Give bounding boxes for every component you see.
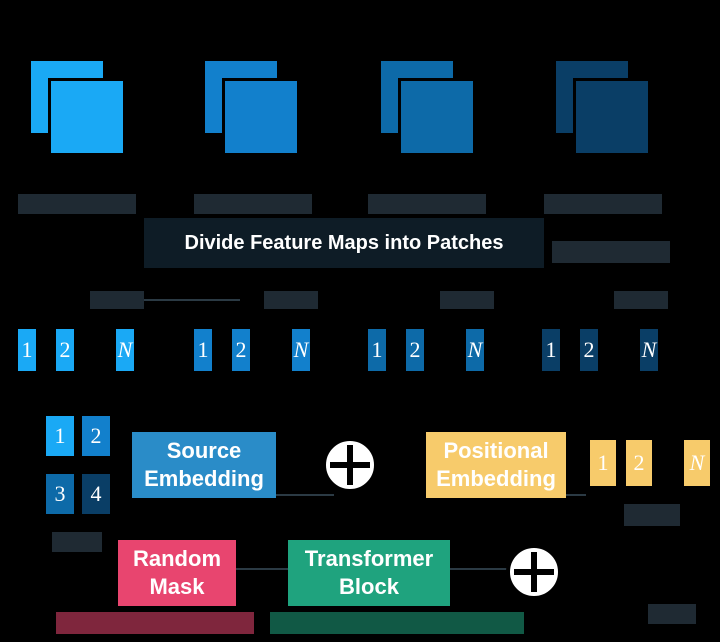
random-mask-line2: Mask: [149, 574, 205, 599]
divide-patches-text: Divide Feature Maps into Patches: [184, 231, 504, 254]
grid-label: [52, 532, 102, 552]
positional-embedding-line2: Embedding: [436, 466, 556, 491]
patch-2: 2: [54, 327, 76, 373]
patch-1: 1: [16, 327, 38, 373]
positional-patch-n: N: [684, 440, 710, 486]
positional-patch-2: 2: [626, 440, 652, 486]
positional-patch-1: 1: [590, 440, 616, 486]
positional-embedding-line1: Positional: [443, 438, 549, 463]
feature-map-front: [48, 78, 126, 156]
transformer-block: Transformer Block: [288, 540, 450, 606]
patch-1: 1: [366, 327, 388, 373]
divide-patches-label: Divide Feature Maps into Patches: [144, 218, 544, 268]
size-label-1: [90, 291, 144, 309]
grid-patch-3: 3: [46, 474, 74, 514]
connector-line: [276, 494, 334, 496]
source-embedding-line1: Source: [166, 438, 242, 463]
patch-2: 2: [404, 327, 426, 373]
circled-plus-icon: [506, 544, 562, 600]
stage-label-1: [18, 194, 136, 214]
caption-red-obscured: [56, 612, 254, 634]
feature-map-front: [398, 78, 476, 156]
patch-1: 1: [540, 327, 562, 373]
positional-embedding-block: Positional Embedding: [426, 432, 566, 498]
source-embedding-block: Source Embedding: [132, 432, 276, 498]
patch-n: N: [638, 327, 660, 373]
size-label-3: [440, 291, 494, 309]
obscured-label: [552, 241, 670, 263]
stage-label-4: [544, 194, 662, 214]
connector-line: [236, 568, 288, 570]
feature-map-front: [222, 78, 300, 156]
grid-patch-1: 1: [46, 416, 74, 456]
connector-line: [144, 299, 240, 301]
patch-n: N: [114, 327, 136, 373]
size-label-4: [614, 291, 668, 309]
caption-green-obscured: [270, 612, 524, 634]
random-mask-block: Random Mask: [118, 540, 236, 606]
circled-plus-icon: [322, 437, 378, 493]
feature-map-front: [573, 78, 651, 156]
patch-1: 1: [192, 327, 214, 373]
output-label: [648, 604, 696, 624]
patch-n: N: [290, 327, 312, 373]
connector-line: [566, 494, 586, 496]
stage-label-2: [194, 194, 312, 214]
positional-patch-label: [624, 504, 680, 526]
transformer-block-line2: Block: [339, 574, 399, 599]
size-label-2: [264, 291, 318, 309]
transformer-block-line1: Transformer: [304, 546, 434, 571]
stage-label-3: [368, 194, 486, 214]
patch-n: N: [464, 327, 486, 373]
random-mask-line1: Random: [133, 546, 221, 571]
grid-patch-4: 4: [82, 474, 110, 514]
patch-2: 2: [578, 327, 600, 373]
connector-line: [450, 568, 508, 570]
patch-2: 2: [230, 327, 252, 373]
source-embedding-line2: Embedding: [144, 466, 264, 491]
grid-patch-2: 2: [82, 416, 110, 456]
